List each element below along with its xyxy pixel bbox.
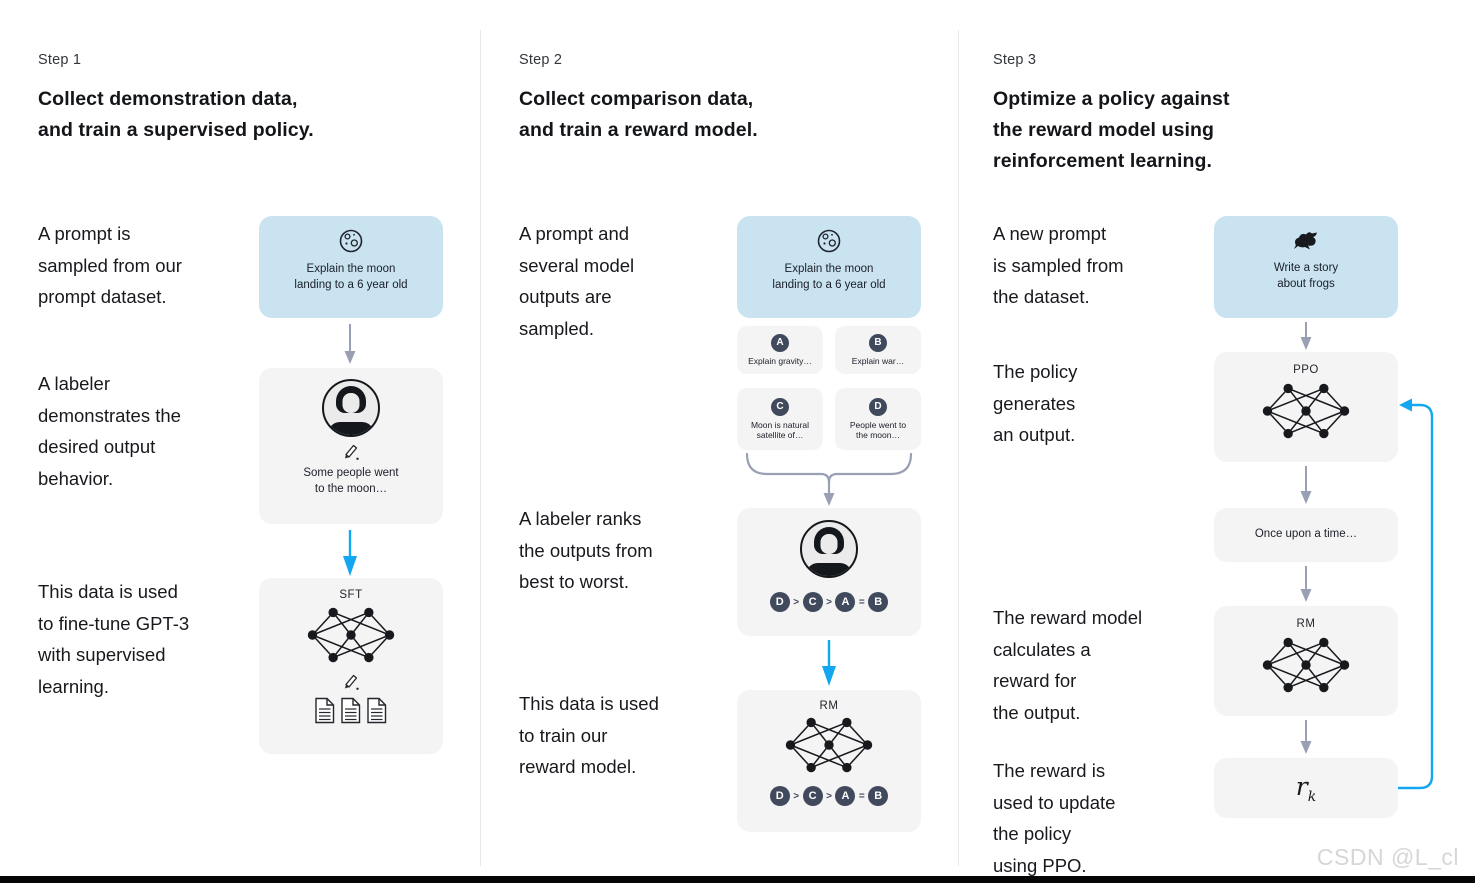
step-3-caption-policy: The policy generates an output. bbox=[993, 361, 1078, 445]
step-3-caption-update: The reward is used to update the policy … bbox=[993, 760, 1116, 876]
down-arrow-icon bbox=[344, 324, 356, 364]
prompt-box: Write a story about frogs bbox=[1214, 216, 1398, 318]
rm-label: RM bbox=[819, 700, 839, 712]
down-arrow-icon bbox=[1300, 466, 1312, 504]
step-1-caption-finetune: This data is used to fine-tune GPT-3 wit… bbox=[38, 581, 190, 697]
bottom-bar bbox=[0, 876, 1475, 883]
neural-network-icon bbox=[1262, 637, 1350, 693]
rm-label: RM bbox=[1296, 618, 1316, 630]
ppo-policy-box: PPO bbox=[1214, 352, 1398, 462]
labeler-ranking-box: D > C > A = B bbox=[737, 508, 921, 636]
rank-badge: B bbox=[868, 592, 889, 612]
output-option-c: C Moon is natural satellite of… bbox=[737, 388, 823, 450]
documents-icon bbox=[314, 697, 388, 724]
down-arrow-icon bbox=[1300, 566, 1312, 602]
reward-value-box: rk bbox=[1214, 758, 1398, 818]
rank-badge: B bbox=[868, 786, 889, 806]
prompt-text: Write a story about frogs bbox=[1273, 262, 1339, 290]
moon-icon bbox=[817, 229, 841, 253]
option-text: Explain war… bbox=[851, 355, 905, 366]
step-3-title: Optimize a policy against the reward mod… bbox=[993, 88, 1230, 172]
rank-operator: = bbox=[858, 790, 865, 802]
sft-model-box: SFT bbox=[259, 578, 443, 754]
step-1-caption-prompt: A prompt is sampled from our prompt data… bbox=[38, 223, 182, 307]
rank-operator: > bbox=[793, 596, 800, 608]
step-2-title: Collect comparison data, and train a rew… bbox=[519, 88, 758, 141]
neural-network-icon bbox=[1262, 383, 1350, 439]
output-option-d: D People went to the moon… bbox=[835, 388, 921, 450]
rank-operator: > bbox=[826, 790, 832, 802]
column-divider bbox=[958, 30, 959, 866]
rank-badge: A bbox=[835, 592, 856, 612]
frog-icon bbox=[1294, 232, 1317, 250]
document-icon bbox=[367, 697, 387, 724]
output-option-b: B Explain war… bbox=[835, 326, 921, 374]
option-letter-badge: C bbox=[771, 397, 789, 416]
step-1-caption-labeler: A labeler demonstrates the desired outpu… bbox=[38, 373, 181, 489]
step-2-caption-reward: This data is used to train our reward mo… bbox=[519, 693, 659, 777]
prompt-box: Explain the moon landing to a 6 year old bbox=[259, 216, 443, 318]
avatar-shoulders bbox=[328, 422, 374, 435]
step-3-caption-prompt: A new prompt is sampled from the dataset… bbox=[993, 223, 1124, 307]
option-letter-badge: A bbox=[771, 333, 789, 352]
neural-network-icon bbox=[785, 717, 873, 773]
avatar-face bbox=[820, 534, 838, 554]
avatar-shoulders bbox=[806, 563, 852, 576]
ranking-row: D > C > A = B bbox=[769, 592, 889, 612]
neural-network-icon bbox=[307, 607, 395, 663]
labeler-avatar bbox=[800, 520, 858, 578]
option-text: Explain gravity… bbox=[748, 355, 812, 366]
down-arrow-icon bbox=[1300, 322, 1312, 350]
labeler-demo-box: Some people went to the moon… bbox=[259, 368, 443, 524]
labeler-avatar bbox=[322, 379, 380, 437]
step-1-label: Step 1 bbox=[38, 52, 82, 68]
feedback-loop-arrow-icon bbox=[1398, 398, 1434, 790]
ppo-label: PPO bbox=[1293, 364, 1319, 376]
option-letter-badge: D bbox=[869, 397, 887, 416]
prompt-text: Explain the moon landing to a 6 year old bbox=[772, 263, 886, 291]
merge-brace-arrow-icon bbox=[745, 452, 913, 506]
step-2-caption-sampling: A prompt and several model outputs are s… bbox=[519, 223, 635, 339]
ranking-row: D > C > A = B bbox=[769, 786, 889, 806]
prompt-box: Explain the moon landing to a 6 year old bbox=[737, 216, 921, 318]
reward-model-box: RM D > C > A = B bbox=[737, 690, 921, 832]
prompt-text: Explain the moon landing to a 6 year old bbox=[294, 263, 408, 291]
policy-output-text: Once upon a time… bbox=[1254, 528, 1358, 541]
down-arrow-icon bbox=[1300, 720, 1312, 754]
watermark: CSDN @L_cl bbox=[1316, 844, 1459, 870]
reward-model-box: RM bbox=[1214, 606, 1398, 716]
rank-badge: D bbox=[769, 592, 790, 612]
rank-badge: C bbox=[802, 786, 823, 806]
moon-icon bbox=[339, 229, 363, 253]
policy-output-box: Once upon a time… bbox=[1214, 508, 1398, 562]
labeler-output-text: Some people went to the moon… bbox=[303, 467, 399, 495]
column-divider bbox=[480, 30, 481, 866]
option-letter-badge: B bbox=[869, 333, 887, 352]
avatar-face bbox=[342, 393, 360, 413]
blue-down-arrow-icon bbox=[343, 530, 357, 576]
rank-operator: = bbox=[858, 596, 865, 608]
pencil-icon bbox=[345, 444, 359, 460]
reward-symbol: rk bbox=[1295, 771, 1317, 805]
output-option-a: A Explain gravity… bbox=[737, 326, 823, 374]
step-2-label: Step 2 bbox=[519, 52, 563, 68]
rank-operator: > bbox=[793, 790, 800, 802]
option-text: People went to the moon… bbox=[849, 419, 907, 441]
blue-down-arrow-icon bbox=[822, 640, 836, 686]
sft-label: SFT bbox=[339, 589, 363, 601]
rank-badge: D bbox=[769, 786, 790, 806]
pencil-icon bbox=[345, 674, 359, 690]
step-3-label: Step 3 bbox=[993, 52, 1037, 68]
document-icon bbox=[315, 697, 335, 724]
rank-badge: A bbox=[835, 786, 856, 806]
step-1-title: Collect demonstration data, and train a … bbox=[38, 88, 314, 141]
step-2-caption-ranking: A labeler ranks the outputs from best to… bbox=[519, 508, 653, 592]
rank-badge: C bbox=[802, 592, 823, 612]
document-icon bbox=[341, 697, 361, 724]
rank-operator: > bbox=[826, 596, 832, 608]
step-3-caption-reward: The reward model calculates a reward for… bbox=[993, 607, 1143, 723]
option-text: Moon is natural satellite of… bbox=[750, 419, 810, 441]
